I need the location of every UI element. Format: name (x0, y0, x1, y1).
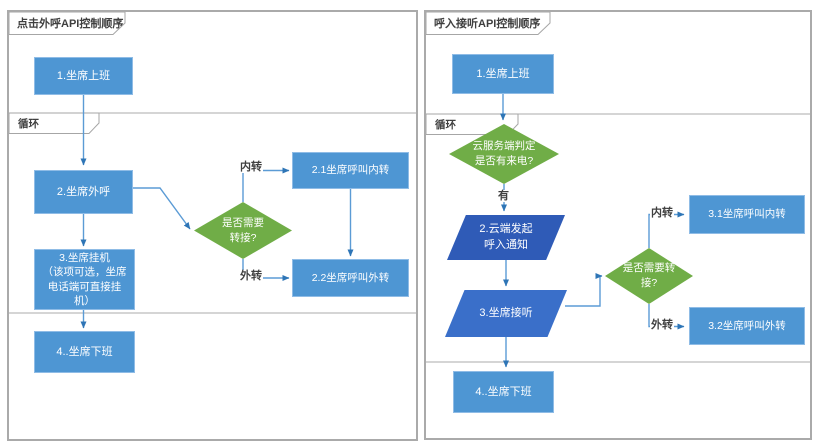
flow-node-external-transfer-call: 3.2坐席呼叫外转 (689, 307, 805, 345)
flow-node-agent-off-duty: 4..坐席下班 (453, 371, 554, 413)
flow-node-agent-hangup: 3.坐席挂机 （该项可选，坐席 电话端可直接挂 机） (34, 249, 135, 310)
flow-node-external-transfer-call: 2.2坐席呼叫外转 (292, 259, 409, 297)
outbound-loop-label: 循环 (18, 118, 39, 130)
flow-node-agent-off-duty: 4..坐席下班 (34, 331, 135, 373)
flow-node-internal-transfer-call: 2.1坐席呼叫内转 (292, 152, 409, 189)
title-tab-shape (426, 12, 551, 35)
edge-label-internal-transfer: 内转 (650, 207, 674, 220)
flow-node-agent-answer: 3.坐席接听 (445, 290, 567, 337)
inbound-flow-frame: 呼入接听API控制顺序 循环 1.坐席上班 云服务端判定 是否有来电? 2.云端… (424, 10, 812, 440)
edge-label-external-transfer: 外转 (239, 270, 263, 283)
edge-label-internal-transfer: 内转 (239, 161, 263, 174)
arrow-answer-to-decision (565, 273, 603, 307)
inbound-frame-title: 呼入接听API控制顺序 (434, 18, 541, 30)
inbound-connector-layer (426, 12, 810, 368)
edge-label-yes: 有 (497, 190, 510, 203)
edge-label-external-transfer: 外转 (650, 319, 674, 332)
flow-node-cloud-inbound-notify: 2.云端发起 呼入通知 (447, 215, 565, 260)
arrow-step2-to-decision (133, 187, 191, 230)
title-tab-shape (9, 12, 126, 35)
arrow-decision-to-step21 (242, 167, 290, 202)
inbound-loop-label: 循环 (435, 119, 456, 131)
flow-node-agent-on-duty: 1.坐席上班 (34, 57, 133, 95)
flow-node-agent-outbound-call: 2.坐席外呼 (34, 170, 133, 214)
flow-node-internal-transfer-call: 3.1坐席呼叫内转 (689, 195, 805, 234)
outbound-frame-title: 点击外呼API控制顺序 (17, 18, 124, 30)
flow-node-agent-on-duty: 1.坐席上班 (452, 54, 554, 94)
outbound-connector-layer (9, 12, 416, 329)
arrow-decision-to-step31 (648, 211, 685, 248)
outbound-flow-frame: 点击外呼API控制顺序 循环 1.坐席上班 2.坐席外呼 是否需要 转接? 2.… (7, 10, 418, 441)
